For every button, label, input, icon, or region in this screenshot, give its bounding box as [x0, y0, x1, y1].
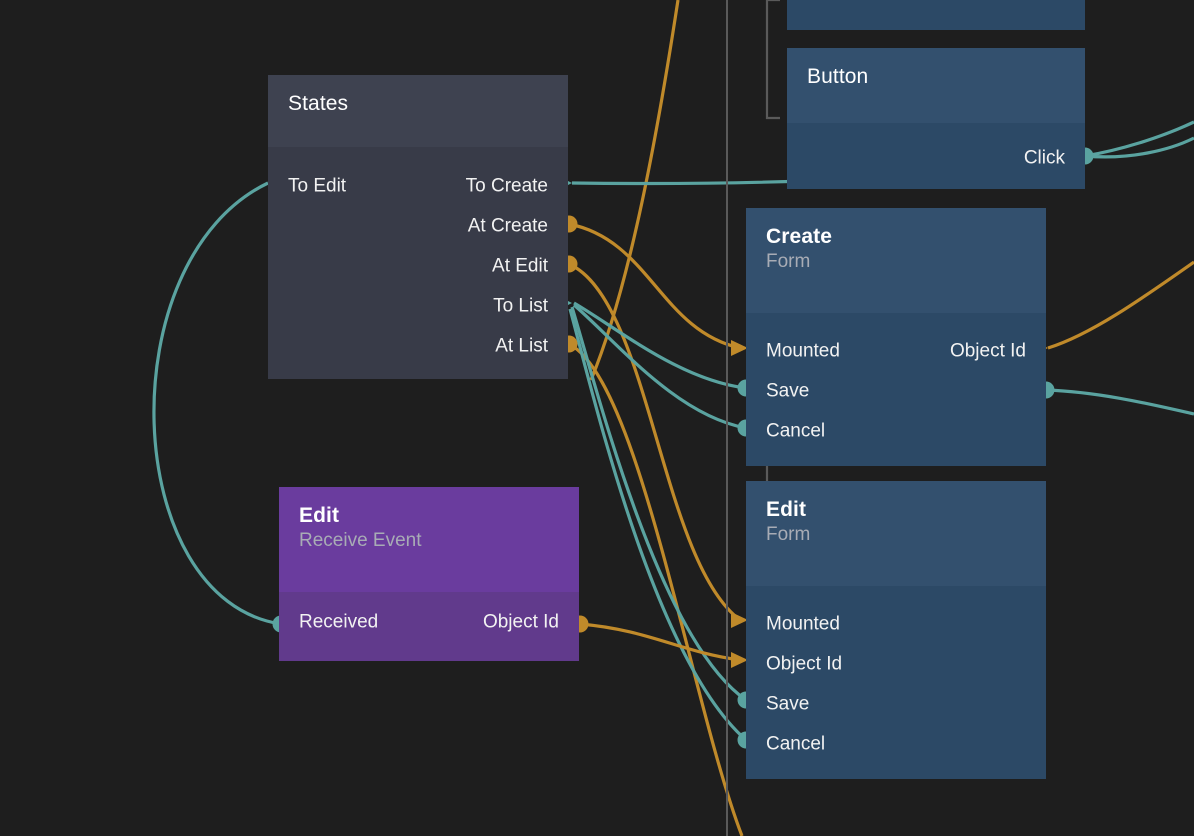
edge-received-to-to-edit: [152, 181, 282, 626]
node-create-form-body: Mounted Object Id Save Cancel: [746, 313, 1046, 466]
edge-into-create-objectid: [1047, 260, 1194, 350]
port-row-editform-save[interactable]: Save: [746, 684, 1046, 724]
edge-at-list-out: [568, 342, 744, 836]
node-edit-receive-event-title: Edit: [299, 504, 340, 527]
port-row-create-save[interactable]: Save: [746, 371, 1046, 411]
port-label-states-to-edit: To Edit: [288, 175, 347, 197]
edge-click-out-right: [1084, 136, 1194, 159]
node-edit-form-body: Mounted Object Id Save Cancel: [746, 586, 1046, 779]
group-bracket-top: [765, 0, 780, 120]
port-row-create-cancel[interactable]: Cancel: [746, 411, 1046, 451]
node-button[interactable]: Button Click: [787, 48, 1085, 189]
port-row-button-click[interactable]: Click: [787, 138, 1085, 178]
node-button-header: Button: [787, 48, 1085, 123]
edge-at-create-to-create-mounted: [568, 222, 741, 350]
node-partial-clipped[interactable]: [787, 0, 1085, 30]
port-label-editform-cancel: Cancel: [766, 733, 826, 755]
node-states[interactable]: States To Edit To Create At Create At Ed…: [268, 75, 568, 379]
edge-editform-save-to-list: [570, 306, 747, 702]
port-row-states-to-list[interactable]: To List: [268, 286, 568, 326]
node-edit-receive-event-header: Edit Receive Event: [279, 487, 579, 592]
node-create-form[interactable]: Create Form Mounted Object Id Save Cance…: [746, 208, 1046, 466]
port-label-states-at-edit: At Edit: [492, 255, 548, 277]
edge-create-rightdot-out: [1045, 388, 1194, 416]
node-create-form-header: Create Form: [746, 208, 1046, 313]
node-states-title: States: [288, 92, 349, 115]
node-edit-receive-event[interactable]: Edit Receive Event Received Object Id: [279, 487, 579, 661]
port-label-event-object-id: Object Id: [482, 611, 559, 633]
edge-create-save-to-list: [573, 301, 747, 390]
node-edit-form-title: Edit: [766, 498, 807, 521]
node-states-header: States: [268, 75, 568, 147]
port-row-create-mounted[interactable]: Mounted Object Id: [746, 331, 1046, 371]
vertical-divider: [726, 0, 728, 836]
port-row-states-at-create[interactable]: At Create: [268, 206, 568, 246]
edge-editform-cancel-to-list: [568, 308, 748, 742]
port-label-states-at-list: At List: [495, 335, 548, 357]
port-label-editform-save: Save: [766, 693, 810, 715]
node-create-form-subtitle: Form: [766, 251, 811, 273]
edge-orange-offscreen-top: [589, 0, 680, 381]
node-states-body: To Edit To Create At Create At Edit To L…: [268, 147, 568, 379]
port-label-event-received: Received: [299, 611, 379, 633]
node-create-form-title: Create: [766, 225, 832, 248]
port-label-create-save: Save: [766, 380, 810, 402]
node-edit-form-subtitle: Form: [766, 524, 811, 546]
port-row-editform-mounted[interactable]: Mounted: [746, 604, 1046, 644]
port-row-states-at-edit[interactable]: At Edit: [268, 246, 568, 286]
port-row-states-to-create[interactable]: To Edit To Create: [268, 166, 568, 206]
port-label-states-at-create: At Create: [467, 215, 548, 237]
edge-create-cancel-to-list: [572, 303, 747, 430]
node-edit-form-header: Edit Form: [746, 481, 1046, 586]
port-row-editform-object-id[interactable]: Object Id: [746, 644, 1046, 684]
port-label-states-to-create: To Create: [465, 175, 548, 197]
edge-event-objectid-to-editform-objectid: [579, 622, 741, 662]
port-label-editform-object-id: Object Id: [766, 653, 843, 675]
port-label-button-click: Click: [1023, 147, 1065, 169]
port-label-create-object-id: Object Id: [949, 340, 1026, 362]
node-button-body: Click: [787, 123, 1085, 189]
node-edit-receive-event-subtitle: Receive Event: [299, 530, 422, 552]
edge-into-click: [1084, 120, 1194, 158]
port-row-editform-cancel[interactable]: Cancel: [746, 724, 1046, 764]
port-label-create-mounted: Mounted: [766, 340, 840, 362]
node-button-title: Button: [807, 65, 869, 88]
node-edit-receive-event-body: Received Object Id: [279, 592, 579, 661]
port-row-event-received[interactable]: Received Object Id: [279, 602, 579, 642]
node-edit-form[interactable]: Edit Form Mounted Object Id Save Cancel: [746, 481, 1046, 779]
port-row-states-at-list[interactable]: At List: [268, 326, 568, 366]
edge-at-edit-to-editform-mounted: [568, 262, 741, 622]
port-label-states-to-list: To List: [493, 295, 548, 317]
port-label-create-cancel: Cancel: [766, 420, 826, 442]
port-label-editform-mounted: Mounted: [766, 613, 840, 635]
